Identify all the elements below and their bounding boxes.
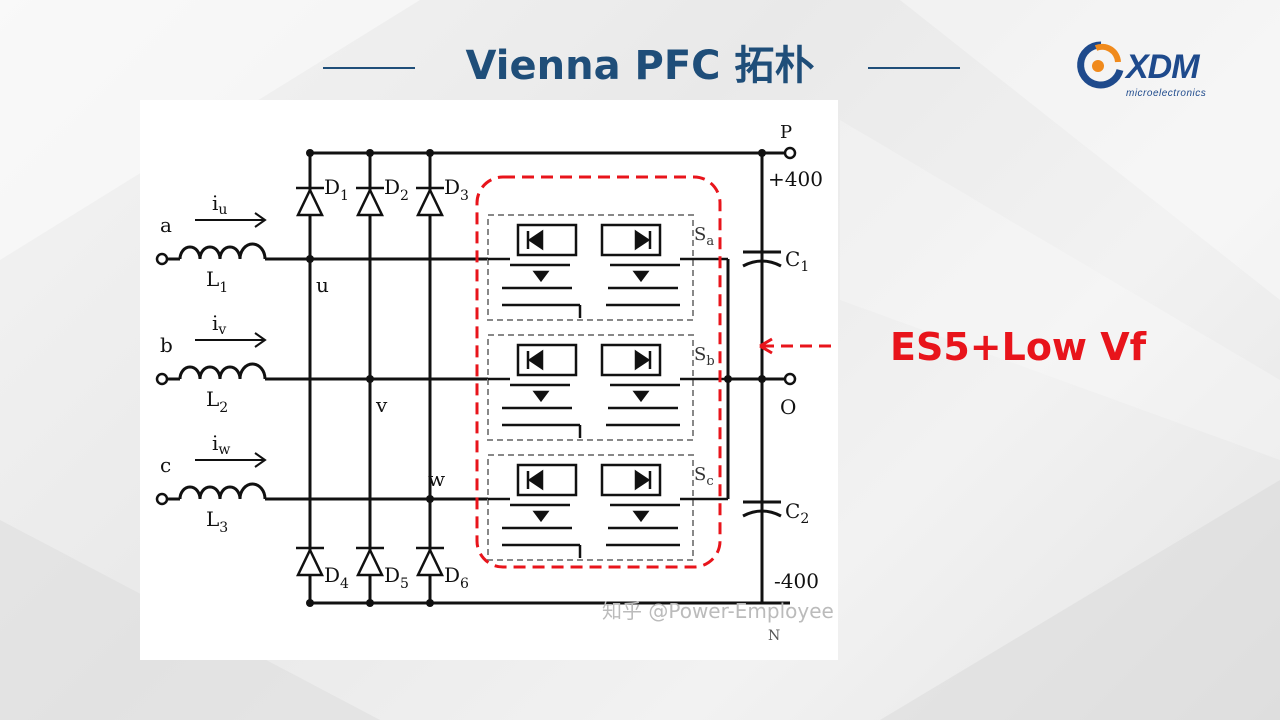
- diode-d1: [296, 186, 324, 217]
- capacitor-c1: [742, 250, 782, 268]
- logo-wordmark: XDM: [1126, 48, 1200, 86]
- diode-d4: [296, 546, 324, 577]
- inductor-l2: [178, 362, 267, 380]
- label-node-w: w: [428, 467, 445, 491]
- logo-tagline: microelectronics: [1126, 88, 1207, 99]
- label-d4: D4: [324, 563, 349, 592]
- label-minus-400: -400: [774, 569, 819, 593]
- callout-arrow: [759, 337, 885, 355]
- label-l3: L3: [206, 507, 228, 536]
- label-plus-400: +400: [768, 167, 823, 191]
- title-bar: Vienna PFC 拓朴: [0, 38, 1280, 98]
- label-terminal-p: P: [780, 122, 792, 143]
- switch-sa-box: [487, 214, 694, 321]
- label-d1: D1: [324, 175, 349, 204]
- label-phase-c: c: [160, 453, 171, 477]
- label-l2: L2: [206, 387, 228, 416]
- highlight-box: [475, 175, 722, 569]
- switch-sc-box: [487, 454, 694, 561]
- diode-d3: [416, 186, 444, 217]
- diode-d5: [356, 546, 384, 577]
- label-l1: L1: [206, 267, 228, 296]
- label-node-u: u: [316, 273, 329, 297]
- label-d6: D6: [444, 563, 469, 592]
- capacitor-c2: [742, 500, 782, 518]
- switch-modules: [487, 214, 728, 561]
- watermark: 知乎 @Power-Employee: [602, 599, 834, 623]
- label-sb: Sb: [694, 344, 715, 369]
- schematic-svg: a b c iu iv iw L1 L2 L3 u v w D1 D2 D3 D…: [155, 122, 885, 644]
- label-d2: D2: [384, 175, 409, 204]
- vienna-pfc-schematic: a b c iu iv iw L1 L2 L3 u v w D1 D2 D3 D…: [140, 100, 885, 660]
- page-title: Vienna PFC 拓朴: [465, 43, 815, 89]
- label-sc: Sc: [694, 464, 714, 489]
- label-phase-a: a: [160, 213, 172, 237]
- inductor-l3: [178, 482, 267, 500]
- company-logo: XDM microelectronics: [1074, 38, 1224, 100]
- label-node-v: v: [375, 393, 388, 417]
- label-iu: iu: [212, 191, 227, 218]
- label-terminal-n: N: [768, 628, 780, 644]
- label-iv: iv: [212, 311, 226, 338]
- label-d3: D3: [444, 175, 469, 204]
- title-rule-left: [323, 67, 415, 69]
- diode-d6: [416, 546, 444, 577]
- label-c2: C2: [785, 499, 809, 527]
- label-phase-b: b: [160, 333, 173, 357]
- label-terminal-o: O: [780, 395, 796, 419]
- logo-mark-icon: [1077, 41, 1124, 89]
- inductor-l1: [178, 242, 267, 260]
- switch-sb-box: [487, 334, 694, 441]
- label-sa: Sa: [694, 224, 714, 249]
- diode-d2: [356, 186, 384, 217]
- label-iw: iw: [212, 431, 230, 458]
- callout-label: ES5+Low Vf: [890, 325, 1147, 369]
- label-d5: D5: [384, 563, 409, 592]
- title-rule-right: [868, 67, 960, 69]
- label-c1: C1: [785, 247, 809, 275]
